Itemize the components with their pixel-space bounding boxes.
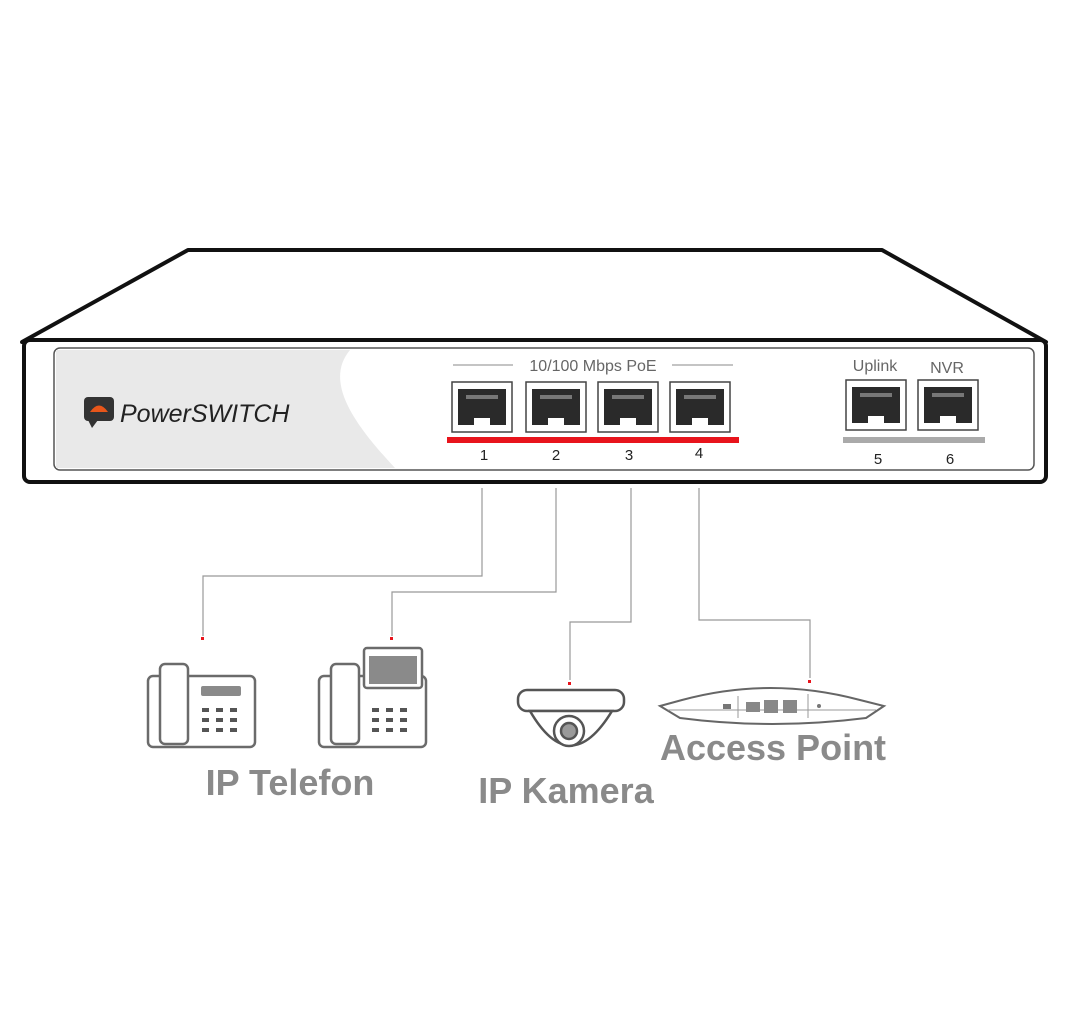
port-4[interactable]	[669, 381, 731, 433]
desk-phone-screen-icon	[317, 646, 428, 749]
uplink-group: Uplink NVR	[843, 358, 985, 443]
port-2[interactable]	[525, 381, 587, 433]
cable-port-1	[202, 488, 483, 636]
dome-camera-icon	[516, 688, 626, 748]
port-number-3: 3	[625, 447, 633, 464]
port-3[interactable]	[597, 381, 659, 433]
poe-group: 10/100 Mbps PoE	[447, 358, 739, 443]
uplink-group-bar	[843, 437, 985, 443]
cable-port-3	[569, 488, 632, 680]
port-number-2: 2	[552, 447, 560, 464]
port-6[interactable]	[917, 379, 979, 431]
poe-group-label: 10/100 Mbps PoE	[529, 358, 656, 375]
port-number-6: 6	[946, 451, 954, 468]
cables	[202, 488, 811, 680]
brand-name: PowerSWITCH	[120, 400, 290, 428]
device-label-access-point: Access Point	[660, 727, 886, 768]
nvr-label: NVR	[930, 360, 964, 377]
poe-group-bar	[447, 437, 739, 443]
port-number-5: 5	[874, 451, 882, 468]
device-label-ip-telefon: IP Telefon	[206, 762, 375, 803]
port-1[interactable]	[451, 381, 513, 433]
brand-logo: PowerSWITCH	[84, 397, 290, 428]
desk-phone-icon	[146, 662, 257, 749]
cable-port-4	[698, 488, 811, 678]
uplink-label: Uplink	[853, 358, 898, 375]
device-label-ip-kamera: IP Kamera	[478, 770, 654, 811]
port-5[interactable]	[845, 379, 907, 431]
access-point-icon	[657, 687, 887, 725]
cable-port-2	[391, 488, 557, 636]
cable-endpoints	[201, 637, 811, 685]
switch-chassis	[20, 248, 1048, 484]
port-number-1: 1	[480, 447, 488, 464]
port-number-4: 4	[695, 445, 703, 462]
